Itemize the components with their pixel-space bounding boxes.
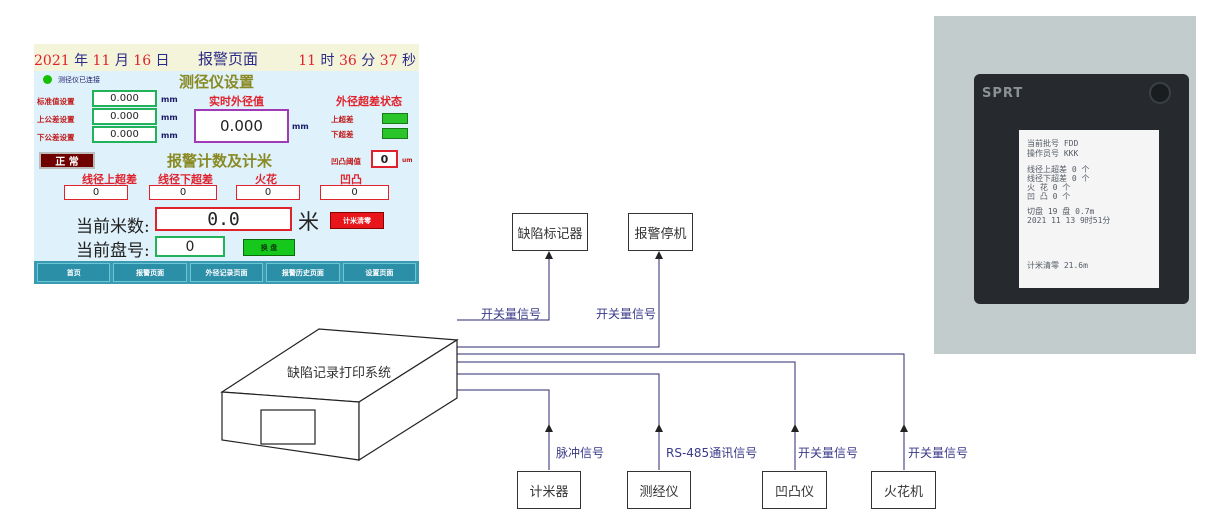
arrow-diameter-gauge — [655, 424, 663, 432]
hmi-body: 测径仪已连接 测径仪设置 标准值设置 0.000 mm 上公差设置 0.000 … — [34, 71, 419, 261]
realtime-unit: mm — [292, 122, 309, 131]
alarm-count-title: 报警计数及计米 — [167, 152, 273, 170]
printout-line-7: 切盘 19 盘 0.7m — [1027, 207, 1095, 216]
normal-status-button[interactable]: 正 常 — [39, 152, 95, 169]
main-system-label: 缺陷记录打印系统 — [287, 366, 392, 381]
node-diameter-gauge: 测经仪 — [627, 471, 691, 509]
upper-tolerance-unit: mm — [161, 113, 178, 122]
counter-spark: 0 — [236, 185, 300, 200]
node-spark-tester: 火花机 — [871, 471, 936, 509]
upper-tolerance-input[interactable]: 0.000 — [92, 108, 157, 125]
upper-over-label: 上超差 — [331, 115, 354, 124]
standard-value-label: 标准值设置 — [37, 97, 75, 106]
arrow-spark-tester — [900, 424, 908, 432]
counter-bump: 0 — [320, 185, 389, 200]
printer-knob-icon — [1149, 82, 1171, 104]
printout-line-9: 计米清零 21.6m — [1027, 261, 1088, 270]
printout-paper: 当前批号 FDD 操作员号 KKK 线径上超差 0 个 线径下超差 0 个 火 … — [1019, 130, 1159, 288]
tab-alarm[interactable]: 报警页面 — [113, 263, 187, 282]
date-month: 11 — [92, 53, 111, 69]
printout-line-8: 2021 11 13 9时51分 — [1027, 216, 1111, 225]
counter-label-spark: 火花 — [255, 173, 277, 186]
meter-label: 当前米数: — [76, 217, 150, 237]
line-to-alarm-stop — [457, 251, 663, 348]
signal-bump-gauge: 开关量信号 — [798, 446, 859, 460]
hmi-date: 2021 年 11 月 16 日 — [34, 50, 170, 70]
meter-clear-button[interactable]: 计米清零 — [330, 212, 384, 229]
node-meter-counter: 计米器 — [517, 471, 581, 509]
bump-threshold-input[interactable]: 0 — [371, 150, 398, 168]
lower-tolerance-label: 下公差设置 — [37, 133, 75, 142]
counter-label-bump: 凹凸 — [340, 173, 362, 186]
node-defect-marker: 缺陷标记器 — [512, 213, 588, 251]
node-bump-gauge: 凹凸仪 — [762, 471, 827, 509]
bump-threshold-label: 凹凸阈值 — [331, 157, 361, 166]
signal-diameter-gauge: RS-485通讯信号 — [666, 446, 758, 460]
counter-label-lower: 线径下超差 — [158, 173, 213, 186]
clock-second-unit: 秒 — [397, 53, 416, 69]
printout-line-4: 线径下超差 0 个 — [1027, 174, 1090, 183]
meter-value: 0.0 — [155, 207, 292, 231]
printout-line-5: 火 花 0 个 — [1027, 183, 1071, 192]
arrow-meter-counter — [545, 424, 553, 432]
standard-unit: mm — [161, 95, 178, 104]
reel-value: 0 — [155, 236, 225, 257]
counter-lower: 0 — [149, 185, 217, 200]
clock-minute: 36 — [338, 53, 357, 69]
printout-line-6: 凹 凸 0 个 — [1027, 192, 1071, 201]
printer-body: SPRT 当前批号 FDD 操作员号 KKK 线径上超差 0 个 线径下超差 0… — [974, 74, 1189, 304]
realtime-value: 0.000 — [194, 109, 289, 143]
printer-brand: SPRT — [982, 86, 1024, 101]
lower-tolerance-input[interactable]: 0.000 — [92, 126, 157, 143]
lower-over-label: 下超差 — [331, 130, 354, 139]
counter-upper: 0 — [64, 185, 128, 200]
lower-tolerance-unit: mm — [161, 131, 178, 140]
printout-line-2: 操作员号 KKK — [1027, 149, 1079, 158]
tab-diameter-record[interactable]: 外径记录页面 — [189, 263, 264, 282]
section-title: 测径仪设置 — [179, 73, 255, 91]
arrow-bump-gauge — [791, 424, 799, 432]
tab-settings[interactable]: 设置页面 — [342, 263, 417, 282]
bump-threshold-unit: um — [402, 157, 413, 164]
date-day: 16 — [133, 53, 152, 69]
date-day-unit: 日 — [151, 53, 170, 69]
upper-tolerance-label: 上公差设置 — [37, 115, 75, 124]
clock-second: 37 — [379, 53, 398, 69]
lower-over-lamp — [382, 128, 408, 139]
tab-alarm-history[interactable]: 报警历史页面 — [266, 263, 340, 282]
reel-label: 当前盘号: — [76, 241, 150, 261]
hmi-header: 2021 年 11 月 16 日 报警页面 11 时 36 分 37 秒 — [34, 44, 419, 71]
realtime-title: 实时外径值 — [209, 95, 264, 108]
hmi-page-title: 报警页面 — [198, 50, 259, 68]
hmi-tab-bar: 首页 报警页面 外径记录页面 报警历史页面 设置页面 — [34, 261, 419, 284]
upper-over-lamp — [382, 113, 408, 124]
date-month-unit: 月 — [110, 53, 134, 69]
connection-status-icon — [43, 75, 52, 84]
hmi-clock: 11 时 36 分 37 秒 — [298, 50, 416, 70]
clock-minute-unit: 分 — [356, 53, 380, 69]
clock-hour-unit: 时 — [316, 53, 339, 69]
tab-home[interactable]: 首页 — [37, 263, 111, 282]
clock-hour: 11 — [298, 53, 317, 69]
standard-value-input[interactable]: 0.000 — [92, 90, 157, 107]
signal-defect-marker: 开关量信号 — [481, 307, 542, 321]
printout-line-1: 当前批号 FDD — [1027, 139, 1079, 148]
hmi-alarm-screen: 2021 年 11 月 16 日 报警页面 11 时 36 分 37 秒 测径仪… — [34, 44, 419, 284]
main-system-box — [220, 328, 459, 462]
reel-change-button[interactable]: 换 盘 — [243, 239, 295, 256]
signal-alarm-stop: 开关量信号 — [596, 307, 657, 321]
meter-unit: 米 — [298, 210, 319, 234]
date-year: 2021 — [34, 53, 70, 69]
line-from-meter-counter — [457, 389, 550, 470]
signal-meter-counter: 脉冲信号 — [556, 446, 605, 460]
node-alarm-stop: 报警停机 — [628, 213, 693, 251]
date-year-unit: 年 — [69, 53, 93, 69]
signal-spark-tester: 开关量信号 — [908, 446, 969, 460]
over-state-title: 外径超差状态 — [336, 95, 402, 108]
connection-status-text: 测径仪已连接 — [58, 76, 100, 84]
printout-line-3: 线径上超差 0 个 — [1027, 165, 1090, 174]
printer-photo: SPRT 当前批号 FDD 操作员号 KKK 线径上超差 0 个 线径下超差 0… — [934, 16, 1196, 354]
counter-label-upper: 线径上超差 — [82, 173, 137, 186]
